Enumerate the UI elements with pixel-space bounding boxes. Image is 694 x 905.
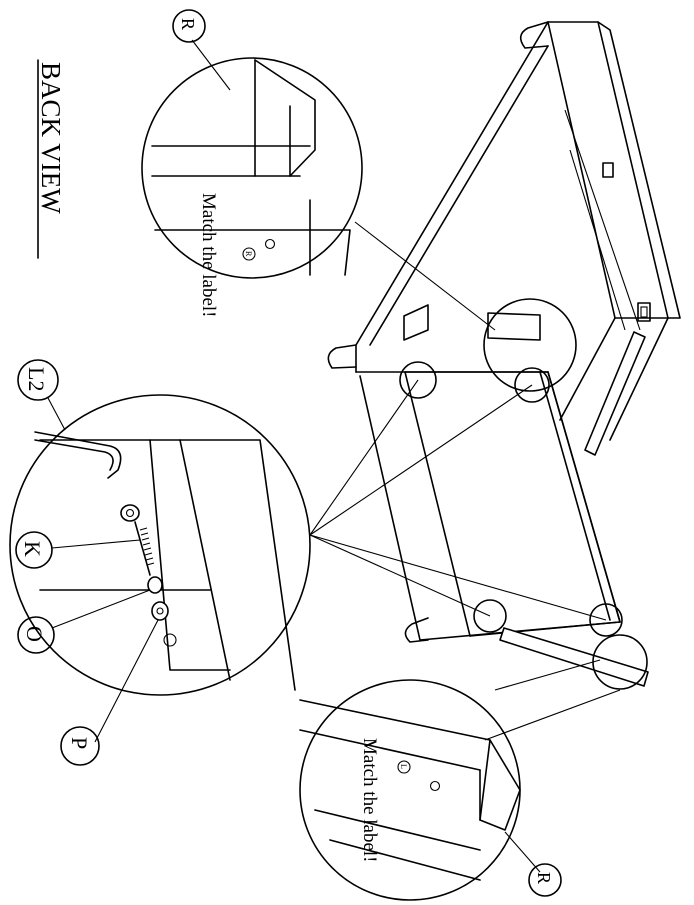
callout-P: P — [67, 737, 92, 749]
detail-top-rail — [154, 229, 351, 276]
view-title-group: BACK VIEW — [36, 62, 66, 214]
lock-washer — [147, 576, 163, 594]
hex-key — [34, 431, 122, 479]
backrest-latch-inner — [640, 306, 648, 318]
backrest-clip — [602, 162, 614, 178]
seat-left-edge — [359, 375, 421, 641]
leader-bottom-detail-1 — [494, 659, 601, 691]
block-bottom — [499, 627, 649, 687]
bolt-head — [120, 504, 140, 522]
side-panel-top — [355, 21, 549, 373]
block-right-top — [487, 312, 541, 341]
callout-R-top: R — [178, 18, 198, 30]
detail-top: R Match the label! R — [141, 9, 363, 318]
hardware-frame-2 — [39, 439, 231, 671]
bolt-socket — [125, 508, 135, 518]
main-frame — [309, 21, 681, 741]
leader-bottom-detail-2 — [484, 689, 621, 741]
detail-bottom-hole — [429, 780, 441, 792]
callout-O-circle — [17, 616, 55, 654]
left-sticker-ring — [397, 760, 411, 774]
callout-O: O — [22, 626, 47, 642]
right-sticker-ring — [242, 247, 256, 261]
detail-bottom-line-1 — [299, 729, 481, 771]
leader-2 — [309, 384, 533, 536]
callout-leader-O — [51, 589, 151, 629]
detail-bottom-rail-2 — [329, 839, 481, 881]
detail-hardware: L2 K O P — [9, 359, 311, 766]
callout-K-circle — [15, 531, 53, 569]
block-left-top — [403, 304, 429, 341]
leg-foot-bottom — [404, 617, 429, 643]
backrest-lower-edge — [559, 317, 616, 421]
panel-crease-2 — [569, 149, 626, 331]
leg-foot-top — [519, 21, 549, 49]
detail-top-circle — [141, 57, 363, 279]
hardware-frame-1 — [149, 439, 296, 691]
joint-circle-1 — [399, 361, 437, 399]
backrest-edge — [597, 21, 681, 319]
detail-bottom-rail — [314, 809, 481, 851]
callout-K: K — [20, 541, 45, 557]
panel-crease — [564, 109, 641, 331]
right-match-note: Match the label! — [198, 193, 219, 318]
callout-R-top-circle — [172, 9, 206, 43]
bolt-thread — [139, 527, 155, 566]
seat-rail — [404, 371, 471, 637]
callout-leader-R-bottom — [504, 831, 541, 873]
view-title: BACK VIEW — [36, 62, 66, 214]
flat-washer-hole — [156, 607, 164, 615]
detail-bottom-line-2 — [299, 699, 491, 741]
joint-circle-large — [483, 298, 577, 392]
seat-rail-3 — [547, 371, 621, 623]
seat-cross-bottom — [469, 621, 621, 637]
leader-top-detail — [354, 221, 496, 331]
left-sticker: L — [399, 764, 408, 769]
callout-R-bottom: R — [534, 872, 554, 884]
joint-circle-4 — [589, 603, 623, 637]
callout-L2-circle — [17, 359, 59, 401]
left-match-note: Match the label! — [359, 738, 380, 863]
leader-3 — [309, 534, 491, 617]
seat-rail-2 — [539, 371, 611, 621]
callout-L2: L2 — [24, 367, 49, 391]
bolt-shaft — [134, 521, 151, 576]
callout-P-circle — [60, 726, 100, 766]
detail-top-block — [254, 59, 316, 177]
detail-hardware-circle — [9, 394, 311, 696]
callout-leader-P — [94, 619, 159, 743]
detail-top-hole — [264, 238, 276, 250]
backrest-lower-edge-2 — [609, 317, 669, 441]
insert-hole — [163, 633, 177, 647]
leader-4 — [309, 534, 607, 621]
backrest-slot — [584, 331, 646, 456]
backrest-latch — [637, 302, 651, 322]
flat-washer — [151, 601, 169, 621]
right-sticker: R — [244, 251, 253, 257]
callout-leader-L2 — [47, 397, 66, 431]
leader-1 — [309, 379, 419, 536]
callout-leader-K — [51, 539, 141, 549]
detail-bottom-block — [479, 739, 521, 831]
detail-bottom: L Match the label! R — [299, 679, 562, 901]
detail-bottom-circle — [299, 679, 521, 901]
joint-circle-3 — [473, 599, 507, 633]
callout-R-bottom-circle — [528, 863, 562, 897]
side-panel-inner — [369, 45, 549, 346]
hex-key-inner — [34, 439, 114, 471]
callout-leader-R-top — [191, 39, 231, 91]
joint-circle-2 — [514, 367, 550, 403]
hardware-frame-3 — [179, 439, 231, 681]
leg-foot-middle — [327, 344, 357, 369]
